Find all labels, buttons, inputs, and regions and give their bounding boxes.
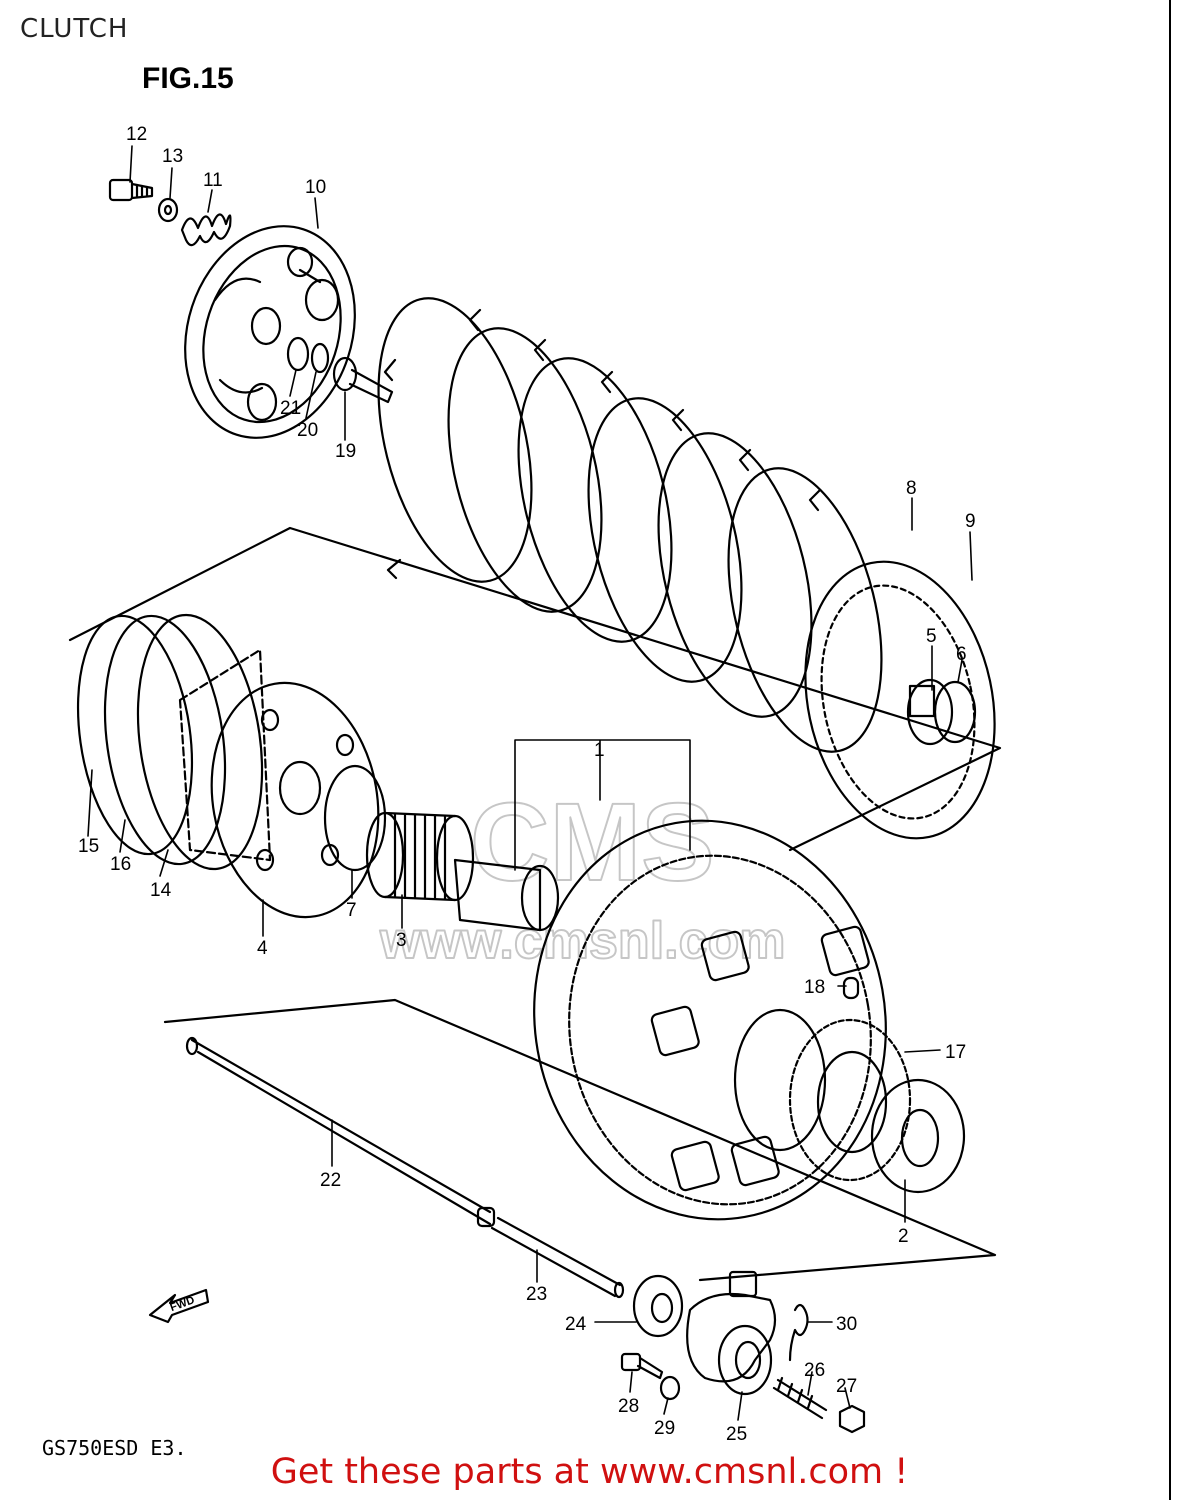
callout-29: 29 xyxy=(654,1418,675,1439)
model-code: GS750ESD E3. xyxy=(42,1436,187,1460)
thrust-washer-7 xyxy=(323,764,387,872)
clutch-plate-stack-8 xyxy=(377,297,883,753)
nut-27 xyxy=(838,1404,866,1434)
fwd-arrow-icon xyxy=(148,1288,210,1324)
primary-driven-gear-1 xyxy=(453,819,887,1221)
callout-3: 3 xyxy=(396,930,407,951)
callout-2: 2 xyxy=(898,1226,909,1247)
watermark: CMS www.cmsnl.com xyxy=(378,780,787,971)
bearing-21 xyxy=(286,336,310,372)
callout-25: 25 xyxy=(726,1424,747,1445)
callout-7: 7 xyxy=(346,900,357,921)
callout-4: 4 xyxy=(257,938,268,959)
pushrod-19 xyxy=(332,356,394,404)
callout-9: 9 xyxy=(965,511,976,532)
leader-lines xyxy=(87,145,973,1421)
callout-8: 8 xyxy=(906,478,917,499)
callout-18: 18 xyxy=(804,977,825,998)
release-cylinder-25 xyxy=(686,1270,777,1396)
pin-18 xyxy=(842,976,860,1000)
figure-title: FIG.15 xyxy=(142,62,234,95)
watermark-logo: CMS xyxy=(470,781,714,904)
snap-ring-15 xyxy=(76,614,194,856)
watermark-url: www.cmsnl.com xyxy=(379,912,786,970)
callout-27: 27 xyxy=(836,1376,857,1397)
callout-28: 28 xyxy=(618,1396,639,1417)
push-rod-23 xyxy=(490,1216,625,1299)
spring-30 xyxy=(788,1303,809,1362)
callout-23: 23 xyxy=(526,1284,547,1305)
clutch-hub-9 xyxy=(804,560,996,840)
oil-seal-24 xyxy=(632,1274,684,1338)
clutch-sleeve-hub-4 xyxy=(178,648,380,919)
washer-6 xyxy=(933,680,977,744)
bolt-12 xyxy=(108,178,154,202)
needle-bearing-3 xyxy=(365,811,475,902)
washer-20 xyxy=(310,342,330,374)
callout-16: 16 xyxy=(110,854,131,875)
washer-13-hole xyxy=(163,204,173,216)
callout-26: 26 xyxy=(804,1360,825,1381)
spring-11 xyxy=(180,213,232,247)
callout-12: 12 xyxy=(126,124,147,145)
callout-22: 22 xyxy=(320,1170,341,1191)
page-title: CLUTCH xyxy=(20,14,129,44)
thrust-washer-2 xyxy=(870,1078,966,1194)
callout-19: 19 xyxy=(335,441,356,462)
clutch-plate-group-outline xyxy=(68,526,1002,852)
callout-17: 17 xyxy=(945,1042,966,1063)
washer-13 xyxy=(157,197,179,223)
callout-21: 21 xyxy=(280,398,301,419)
adjuster-screw-26 xyxy=(772,1376,828,1420)
clutch-sleeve-hub-14 xyxy=(136,613,264,871)
callout-11: 11 xyxy=(203,170,223,191)
pushrod-group-outline xyxy=(163,998,997,1282)
nut-5 xyxy=(908,684,936,718)
push-rod-22 xyxy=(185,1036,496,1228)
callout-15: 15 xyxy=(78,836,99,857)
callout-30: 30 xyxy=(836,1314,857,1335)
callout-6: 6 xyxy=(956,644,967,665)
pressure-plate-10 xyxy=(184,225,356,439)
washer-29 xyxy=(659,1375,681,1401)
callout-5: 5 xyxy=(926,626,937,647)
screw-28 xyxy=(620,1352,664,1380)
cta-link[interactable]: Get these parts at www.cmsnl.com ! xyxy=(270,1452,909,1492)
callout-1: 1 xyxy=(594,740,605,761)
oil-pump-drive-gear-17 xyxy=(788,1018,912,1182)
callout-10: 10 xyxy=(305,177,326,198)
callout-labels: 12 13 11 10 21 20 19 8 9 5 6 1 15 16 14 … xyxy=(78,124,976,1445)
callout-14: 14 xyxy=(150,880,172,901)
callout-20: 20 xyxy=(297,420,318,441)
callout-24: 24 xyxy=(565,1314,587,1335)
page-border xyxy=(1169,0,1171,1500)
callout-13: 13 xyxy=(162,146,183,167)
